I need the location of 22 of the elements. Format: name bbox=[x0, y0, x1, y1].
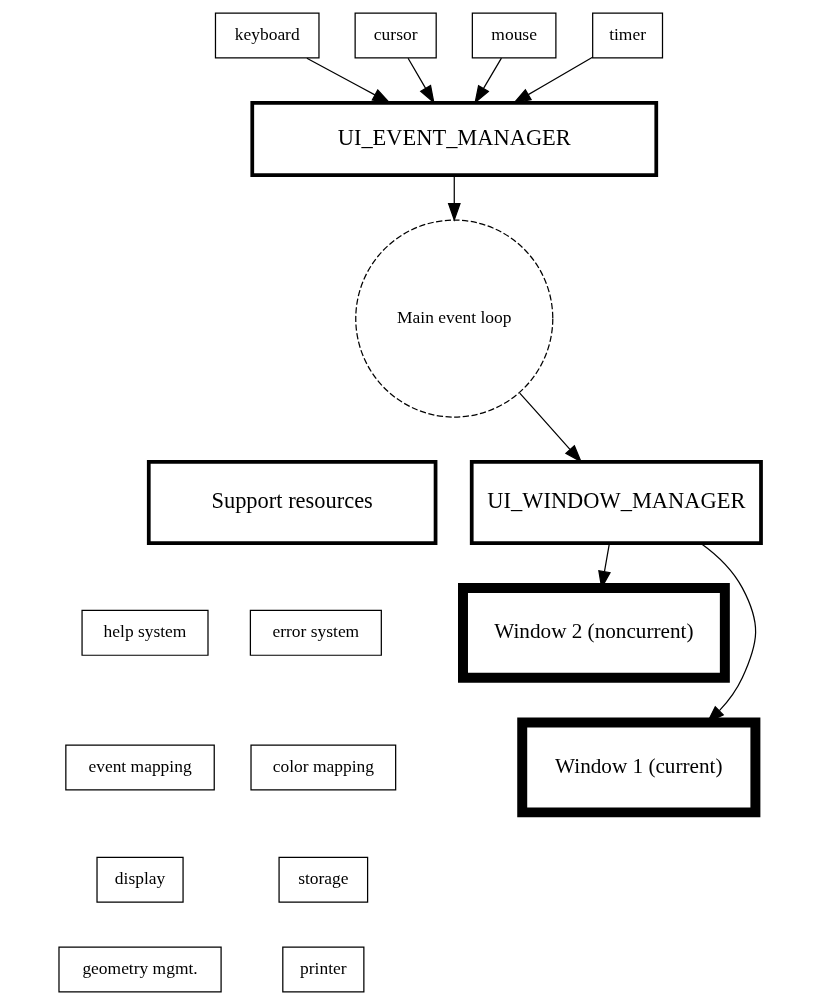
node-box: UI_WINDOW_MANAGER bbox=[469, 460, 763, 545]
node-box: printer bbox=[281, 946, 364, 993]
node-box: UI_EVENT_MANAGER bbox=[249, 101, 658, 178]
arrow bbox=[512, 56, 593, 104]
node-box: display bbox=[95, 856, 184, 903]
arrow bbox=[305, 57, 391, 104]
node-box: timer bbox=[591, 12, 663, 59]
node-box: Window 2 (noncurrent) bbox=[457, 582, 730, 683]
node-box: keyboard bbox=[214, 12, 320, 59]
node-box: geometry mgmt. bbox=[57, 946, 222, 993]
node-circle: Main event loop bbox=[354, 219, 553, 418]
arrow bbox=[518, 392, 582, 463]
node-box: error system bbox=[249, 609, 382, 656]
node-box: Window 1 (current) bbox=[516, 717, 760, 818]
node-box: cursor bbox=[354, 12, 437, 59]
node-box: event mapping bbox=[64, 744, 215, 791]
node-box: Support resources bbox=[146, 460, 437, 545]
node-box: color mapping bbox=[249, 744, 396, 791]
node-box: mouse bbox=[471, 12, 556, 59]
node-box: storage bbox=[277, 856, 368, 903]
arrow bbox=[447, 174, 461, 222]
node-box: help system bbox=[80, 609, 209, 656]
